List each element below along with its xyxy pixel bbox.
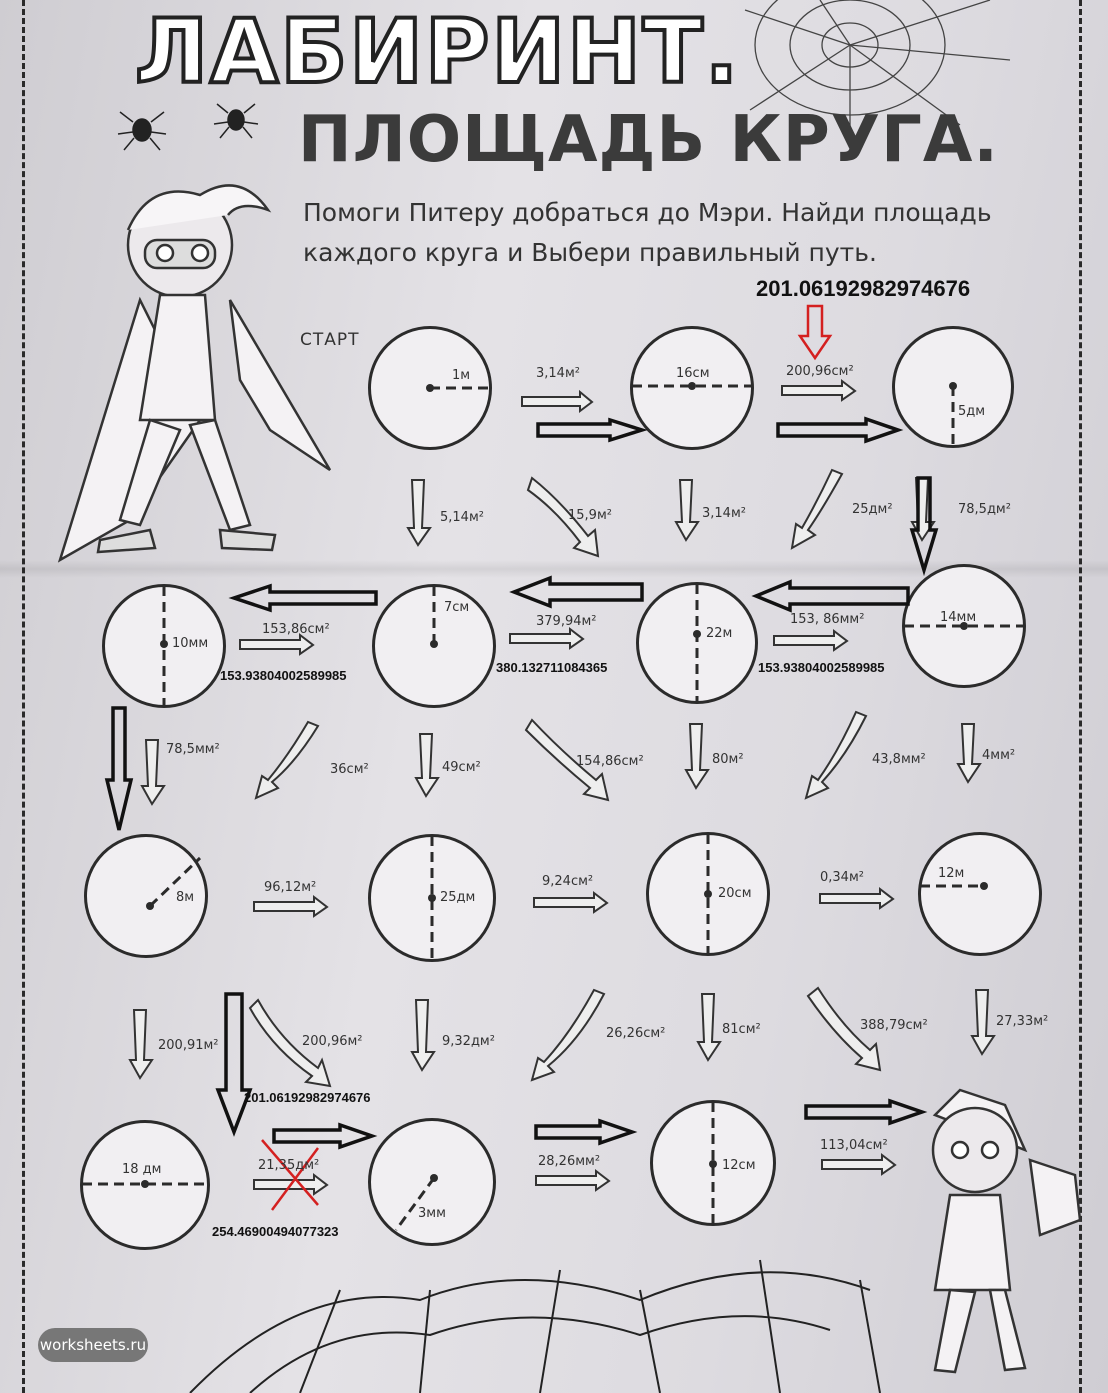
footer-logo: worksheets.ru: [38, 1328, 148, 1362]
answer-label: 9,32дм²: [442, 1034, 495, 1049]
annotation-value: 201.06192982974676: [244, 1090, 371, 1105]
circle-label: 16см: [676, 366, 710, 381]
circle-label: 1м: [452, 368, 471, 383]
paper-fold: [0, 560, 1108, 578]
answer-label: 200,96см²: [786, 364, 854, 379]
answer-label: 80м²: [712, 752, 744, 767]
answer-label: 21,35дм²: [258, 1158, 320, 1173]
answer-label: 96,12м²: [264, 880, 317, 895]
page-subtitle: ПЛОЩАДЬ КРУГА.: [298, 103, 999, 177]
start-label: СТАРТ: [300, 330, 360, 350]
answer-label: 3,14м²: [702, 506, 746, 521]
circle-label: 14мм: [940, 610, 977, 625]
answer-label: 28,26мм²: [538, 1154, 601, 1169]
answer-label: 25дм²: [852, 502, 893, 517]
answer-label: 26,26см²: [606, 1026, 666, 1041]
annotation-value: 201.06192982974676: [756, 276, 971, 301]
annotation-value: 254.46900494077323: [212, 1224, 339, 1239]
answer-label: 4мм²: [982, 748, 1016, 763]
circle-r3c1: [84, 834, 208, 958]
circle-label: 5дм: [958, 404, 986, 419]
answer-label: 78,5мм²: [166, 742, 220, 757]
annotation-value: 153.93804002589985: [758, 660, 885, 675]
circle-label: 8м: [176, 890, 195, 905]
spider-icon: [117, 111, 167, 151]
girl-mary-illustration: [931, 1088, 1082, 1374]
instructions-text: Помоги Питеру добраться до Мэри. Найди п…: [303, 198, 992, 267]
answer-label: 36см²: [330, 762, 369, 777]
circle-label: 10мм: [172, 636, 209, 651]
answer-label: 5,14м²: [440, 510, 484, 525]
answer-label: 153, 86мм²: [790, 612, 865, 627]
answer-label: 78,5дм²: [958, 502, 1011, 517]
superhero-boy-illustration: [57, 184, 332, 563]
answer-label: 200,91м²: [158, 1038, 219, 1053]
circle-label: 20см: [718, 886, 752, 901]
page-title: ЛАБИРИНТ.: [133, 0, 741, 103]
circle-label: 12см: [722, 1158, 756, 1173]
spider-icon: [213, 103, 259, 139]
circle-label: 7см: [444, 600, 470, 615]
answer-label: 379,94м²: [536, 614, 597, 629]
circle-label: 12м: [938, 866, 965, 881]
answer-label: 49см²: [442, 760, 481, 775]
answer-label: 27,33м²: [996, 1014, 1049, 1029]
spider-web-icon: [744, 0, 1011, 135]
answer-label: 43,8мм²: [872, 752, 926, 767]
spider-web-icon: [189, 1259, 881, 1393]
answer-label: 81см²: [722, 1022, 761, 1037]
answer-label: 200,96м²: [302, 1034, 363, 1049]
answer-label: 388,79см²: [860, 1018, 928, 1033]
circle-label: 18 дм: [122, 1162, 162, 1177]
answer-label: 154,86см²: [576, 754, 644, 769]
answer-label: 9,24см²: [542, 874, 594, 889]
annotation-value: 153.93804002589985: [220, 668, 347, 683]
answer-label: 0,34м²: [820, 870, 864, 885]
dashed-border: [22, 0, 1082, 1393]
answer-label: 153,86см²: [262, 622, 330, 637]
answer-label: 3,14м²: [536, 366, 580, 381]
circle-r3c4: [918, 832, 1042, 956]
answer-label: 15,9м²: [568, 508, 612, 523]
annotation-value: 380.132711084365: [496, 660, 608, 675]
circle-label: 25дм: [440, 890, 476, 905]
circle-label: 3мм: [418, 1206, 446, 1221]
circle-label: 22м: [706, 626, 733, 641]
answer-label: 113,04см²: [820, 1138, 888, 1153]
